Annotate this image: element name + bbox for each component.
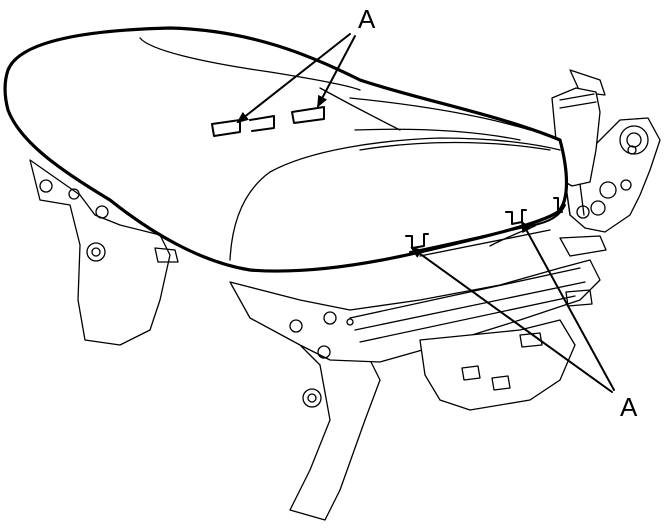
rail-edge	[349, 267, 581, 319]
seat-frame	[29, 69, 661, 521]
callouts: A A	[236, 4, 638, 422]
clip-top-left	[211, 119, 241, 137]
cushion-seam	[139, 37, 361, 91]
leader-line-bottom-right	[521, 220, 615, 391]
leader-line-bottom-left	[410, 246, 613, 393]
lower-front-leg	[289, 339, 381, 521]
rivet	[346, 318, 354, 326]
bolt-hole	[317, 345, 331, 359]
back-frame-tab	[569, 69, 606, 96]
rail-stud	[461, 365, 481, 381]
cushion-fill	[8, 28, 567, 269]
rear-rail	[419, 319, 576, 411]
cushion-seam	[319, 87, 401, 131]
bolt-hole	[289, 319, 303, 333]
cushion-bolster	[229, 137, 561, 261]
bolt-hole	[323, 311, 337, 325]
rail-edge	[354, 281, 586, 331]
leader-line-top-right	[317, 35, 356, 108]
bolt-hole	[620, 179, 632, 191]
rail-edge	[359, 295, 576, 343]
clips	[211, 106, 563, 249]
bolt-center	[307, 393, 317, 403]
buckle-slot	[559, 101, 597, 109]
clip-bottom-middle	[505, 209, 527, 225]
bolt-head	[302, 388, 322, 408]
clip-bottom-right	[553, 197, 563, 213]
clip-top-right	[291, 106, 325, 124]
callout-label-bottom: A	[620, 392, 638, 422]
cushion-seam	[359, 141, 551, 151]
frame-tab	[154, 247, 179, 263]
rail-stud	[519, 332, 543, 348]
bolt-hole	[39, 179, 53, 193]
leader-line-top-left	[236, 33, 351, 124]
trim-edge-inner	[419, 229, 551, 257]
bolt-head	[86, 242, 106, 262]
bolt-head	[599, 181, 617, 199]
cushion-outline	[3, 26, 569, 273]
bolt-center	[91, 247, 101, 257]
buckle-slot	[559, 93, 595, 101]
cushion-seam	[349, 97, 531, 131]
cushion-seam	[354, 128, 521, 141]
rivet	[627, 145, 637, 155]
bolt-hole	[68, 188, 80, 200]
callout-label-top: A	[358, 4, 376, 34]
rail-stud	[491, 375, 511, 391]
bolt-head	[590, 200, 606, 216]
trim-wire	[489, 225, 536, 247]
clip-top-middle	[249, 115, 275, 132]
bolt-hole	[95, 205, 109, 219]
mount-bracket	[559, 235, 607, 257]
rail-stud	[565, 289, 593, 307]
buckle-strap	[579, 183, 585, 216]
